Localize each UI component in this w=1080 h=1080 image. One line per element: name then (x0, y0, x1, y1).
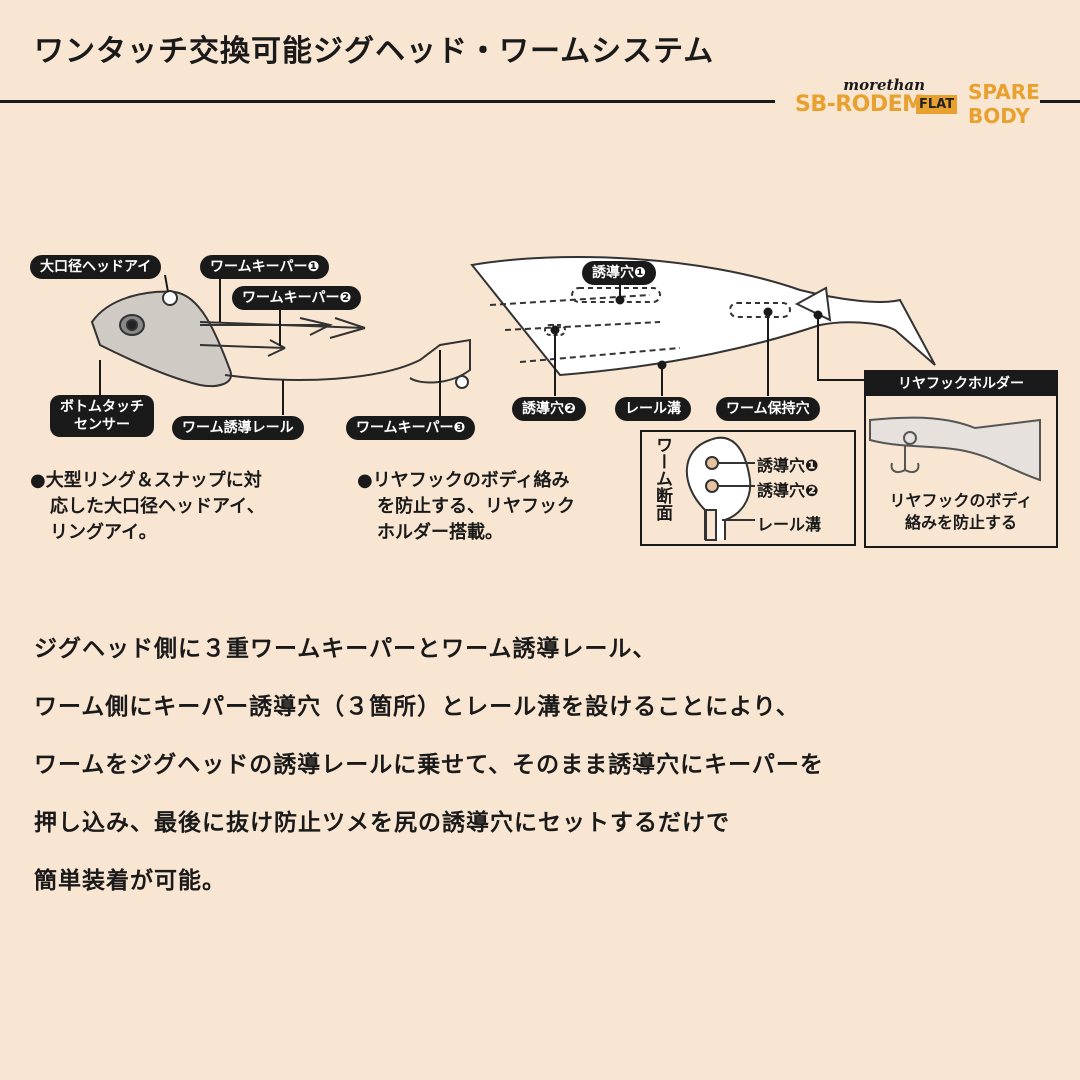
note-left-line3: リングアイ。 (50, 522, 157, 543)
note-rear-hook: ●リヤフックのボディ絡み を防止する、リヤフック ホルダー搭載。 (357, 468, 575, 546)
description-line-2: ワーム側にキーパー誘導穴（３箇所）とレール溝を設けることにより、 (34, 694, 800, 720)
description-line-3: ワームをジグヘッドの誘導レールに乗せて、そのまま誘導穴にキーパーを (34, 752, 824, 778)
label-worm-hole-1: 誘導穴❶ (582, 261, 656, 285)
note-right-line2: を防止する、リヤフック (377, 496, 575, 517)
rear-holder-box: リヤフックホルダー リヤフックのボディ 絡みを防止する (864, 370, 1058, 548)
worm-illustration (470, 256, 936, 377)
label-holding-hole: ワーム保持穴 (716, 397, 820, 421)
rear-holder-caption-line1: リヤフックのボディ (889, 491, 1033, 510)
label-keeper-1: ワームキーパー❶ (200, 255, 330, 279)
cross-section-illustration (685, 436, 755, 541)
brand-body: BODY (968, 104, 1030, 128)
description-line-4: 押し込み、最後に抜け防止ツメを尻の誘導穴にセットするだけで (34, 810, 730, 836)
label-bottom-sensor-line2: センサー (74, 417, 130, 433)
cross-section-title-line2: 断面 (652, 487, 672, 521)
note-right-line1: ●リヤフックのボディ絡み (357, 470, 570, 491)
brand-spare: SPARE (968, 80, 1040, 104)
cross-section-hole-2: 誘導穴❷ (757, 481, 819, 500)
page-title: ワンタッチ交換可能ジグヘッド・ワームシステム (34, 34, 715, 69)
cross-section-hole-1: 誘導穴❶ (757, 456, 819, 475)
cross-section-title: ワーム断面 (650, 436, 672, 521)
rear-hook-illustration (869, 416, 1041, 482)
cross-section-groove: レール溝 (757, 515, 822, 534)
worm-leader-lines (550, 282, 868, 396)
jighead-illustration (90, 290, 471, 389)
label-bottom-sensor: ボトムタッチ センサー (50, 395, 154, 437)
cross-section-title-line1: ワーム (652, 436, 672, 487)
note-right-line3: ホルダー搭載。 (377, 522, 503, 543)
label-keeper-2: ワームキーパー❷ (232, 286, 362, 310)
brand-maker: morethan (843, 76, 925, 94)
description: ジグヘッド側に３重ワームキーパーとワーム誘導レール、 ワーム側にキーパー誘導穴（… (34, 620, 824, 910)
brand-flat-badge: FLAT (916, 95, 958, 114)
label-guide-rail: ワーム誘導レール (172, 416, 304, 440)
note-left-line2: 応した大口径ヘッドアイ、 (50, 496, 265, 517)
label-keeper-3: ワームキーパー❸ (346, 416, 476, 440)
header-divider (0, 100, 775, 103)
brand-spare-body: SPARE BODY (968, 80, 1040, 128)
label-rail-groove: レール溝 (615, 397, 691, 421)
label-head-eye: 大口径ヘッドアイ (30, 255, 162, 279)
label-bottom-sensor-line1: ボトムタッチ (60, 399, 144, 415)
note-head-eye: ●大型リング＆スナップに対 応した大口径ヘッドアイ、 リングアイ。 (30, 468, 265, 546)
label-worm-hole-2: 誘導穴❷ (512, 397, 586, 421)
rear-holder-caption-line2: 絡みを防止する (904, 513, 1017, 532)
rear-holder-caption: リヤフックのボディ 絡みを防止する (866, 490, 1056, 534)
rear-holder-title: リヤフックホルダー (866, 372, 1056, 396)
cross-section-box: ワーム断面 誘導穴❶ 誘導穴❷ レール溝 (640, 430, 856, 546)
description-line-5: 簡単装着が可能。 (34, 868, 226, 894)
brand-product: SB-RODEM (795, 92, 924, 117)
header-divider-right (1040, 100, 1080, 103)
note-left-line1: ●大型リング＆スナップに対 (30, 470, 262, 491)
description-line-1: ジグヘッド側に３重ワームキーパーとワーム誘導レール、 (34, 636, 657, 662)
